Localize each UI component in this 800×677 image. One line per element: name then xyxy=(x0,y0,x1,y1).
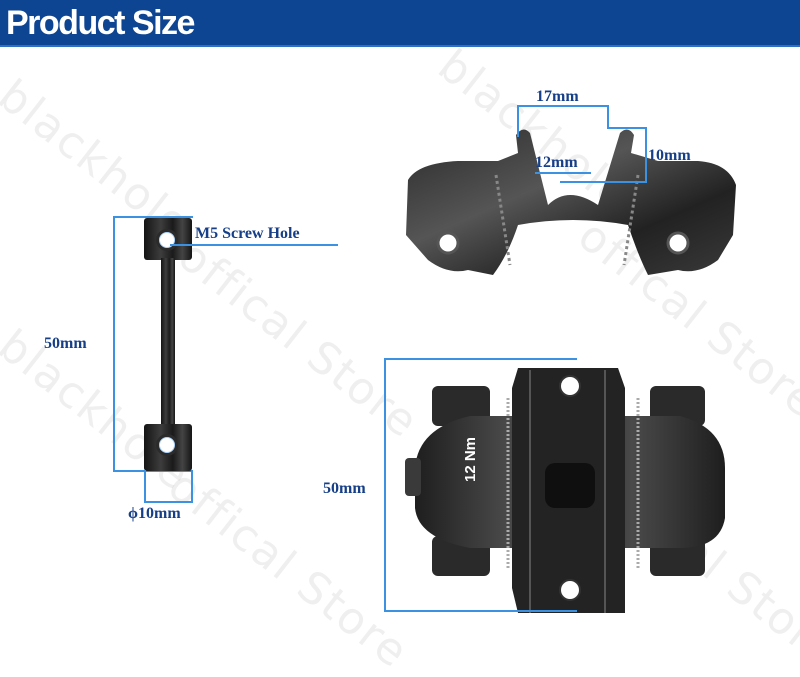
side-top-width-label: 17mm xyxy=(536,88,579,105)
top-length-label: 50mm xyxy=(323,480,366,497)
side-height-label: 10mm xyxy=(648,147,691,164)
top-length-line-bottom xyxy=(384,610,577,612)
watermark: offical Store xyxy=(158,460,419,677)
top-length-line-vertical xyxy=(384,358,386,612)
bolt-length-line-vertical xyxy=(113,216,115,472)
side-top-width-line-right xyxy=(607,105,609,129)
bolt-diameter-line-bottom xyxy=(144,501,193,503)
top-length-line-top xyxy=(384,358,577,360)
screw-hole xyxy=(156,229,178,251)
header-bar: Product Size xyxy=(0,0,800,47)
bolt-length-label: 50mm xyxy=(44,335,87,352)
watermark: offical Store xyxy=(168,230,429,449)
side-height-line-vertical xyxy=(645,127,647,183)
torque-marking: 12 Nm xyxy=(462,436,479,482)
bolt-diameter-label: ϕ10mm xyxy=(128,505,181,522)
bolt-diameter-line-left xyxy=(144,470,146,502)
bolt-shaft xyxy=(161,258,175,426)
bolt-length-line-top xyxy=(113,216,193,218)
page-title: Product Size xyxy=(6,4,195,42)
bolt-length-line-bottom xyxy=(113,470,193,472)
screw-hole-label: M5 Screw Hole xyxy=(195,225,300,242)
side-bottom-width-line xyxy=(535,172,591,174)
side-height-line-bottom xyxy=(560,181,647,183)
side-top-width-line-top xyxy=(517,105,609,107)
clamp-top-body xyxy=(405,368,725,613)
bolt-top-head xyxy=(144,218,192,260)
side-height-line-top xyxy=(607,127,647,129)
clamp-side-body xyxy=(406,129,736,275)
bolt-bottom-head xyxy=(144,424,192,471)
bolt-diameter-line-right xyxy=(191,470,193,502)
screw-hole-leader-line xyxy=(170,244,338,246)
side-bottom-width-label: 12mm xyxy=(535,154,578,171)
side-top-width-line-left xyxy=(517,105,519,137)
screw-hole xyxy=(156,434,178,456)
